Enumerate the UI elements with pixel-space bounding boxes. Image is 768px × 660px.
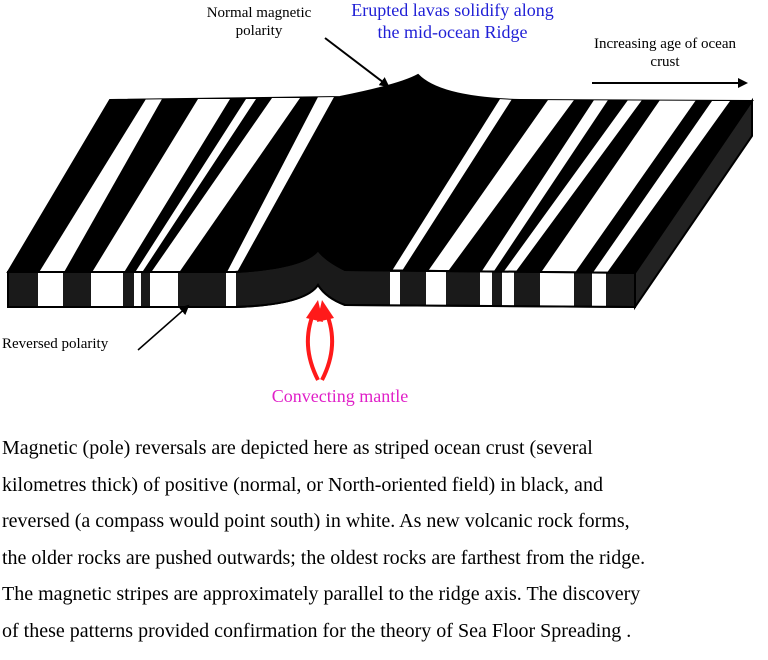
stripe-left-3 [134,99,256,273]
front-stripe-8 [480,272,492,306]
front-stripe-6 [390,272,400,306]
reversed-stripes-front [38,272,606,306]
erupted-lavas-label: Erupted lavas solidify along the mid-oce… [351,0,554,42]
sea-floor-spreading-diagram: Normal magnetic polarity Erupted lavas s… [2,0,754,406]
stripe-right-3 [480,100,608,273]
front-stripe-2 [91,273,123,306]
crust-side-face [634,97,753,311]
reversed-polarity-pointer [137,304,190,351]
front-stripe-9 [502,272,514,306]
reversed-stripes-top [38,97,730,273]
caption-line: The magnetic stripes are approximately p… [2,583,641,606]
normal-polarity-pointer [324,37,390,88]
front-stripe-7 [426,272,446,306]
front-stripe-11 [592,273,606,306]
caption-line: kilometres thick) of positive (normal, o… [2,473,603,496]
caption-line: the older rocks are pushed outwards; the… [2,546,646,569]
stripe-right-5 [540,100,696,273]
front-stripe-10 [540,273,574,306]
caption-line: reversed (a compass would point south) i… [2,510,630,533]
front-stripe-4 [150,273,178,306]
crust-block-illustration [6,37,754,381]
stripe-left-4 [150,98,300,273]
stripe-left-5 [226,97,334,273]
stripe-left-1 [38,99,162,273]
caption-line: of these patterns provided confirmation … [2,619,632,642]
stripe-left-2 [91,99,230,273]
front-stripe-1 [38,273,63,306]
normal-polarity-label: Normal magnetic polarity [206,5,312,39]
increasing-age-label: Increasing age of ocean crust [593,36,736,70]
stripe-right-6 [592,101,730,273]
front-stripe-5 [226,273,236,306]
convecting-mantle-label: Convecting mantle [271,386,409,406]
stripe-right-2 [426,100,574,273]
stripe-right-4 [502,100,642,273]
mantle-arrows [305,300,335,381]
caption-paragraph: Magnetic (pole) reversals are depicted h… [2,430,768,650]
caption-line: Magnetic (pole) reversals are depicted h… [2,437,593,459]
stripe-right-1 [390,99,512,273]
reversed-polarity-label: Reversed polarity [2,336,109,352]
front-stripe-3 [134,273,141,306]
